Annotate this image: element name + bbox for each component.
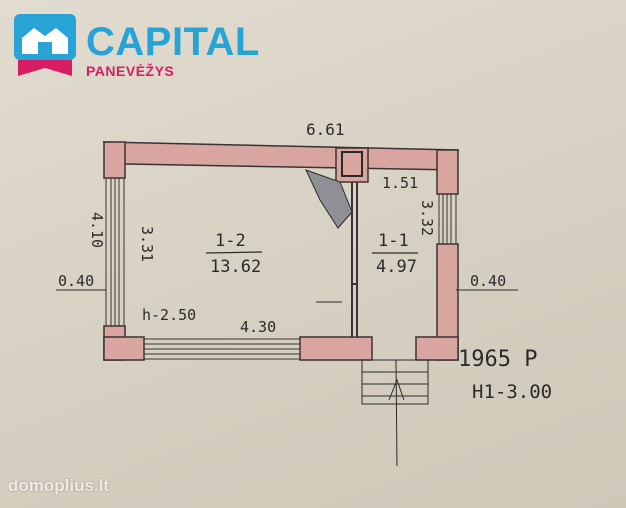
height-note: H1-3.00 xyxy=(472,381,552,403)
bottom-wall-dim-label: 4.30 xyxy=(240,318,276,336)
room-1-2-area: 13.62 xyxy=(210,257,261,277)
year-note: 1965 P xyxy=(458,347,537,372)
room-labels: 1-2 13.62 1-1 4.97 xyxy=(205,231,418,277)
entrance-steps xyxy=(361,359,429,467)
left-room-width-label: 4.10 xyxy=(88,212,106,248)
right-window xyxy=(438,193,457,245)
overall-width-label: 6.61 xyxy=(306,120,345,139)
house-logo-icon xyxy=(14,14,76,76)
right-room-depth-label: 3.32 xyxy=(418,200,436,236)
bottom-window xyxy=(143,338,301,360)
room-1-1-area: 4.97 xyxy=(376,257,417,277)
brand-city: PANEVĖŽYS xyxy=(86,63,175,79)
dimension-labels: 6.61 4.10 3.31 1.51 3.32 0.40 0.40 h-2.5… xyxy=(58,120,506,336)
bottom-wall-right xyxy=(415,336,459,361)
left-wall-thickness-label: 0.40 xyxy=(58,272,94,290)
walls xyxy=(102,141,459,361)
left-window xyxy=(105,177,125,327)
bottom-wall-left xyxy=(103,336,145,361)
building-notes: 1965 P H1-3.00 xyxy=(458,347,552,403)
stove-icon xyxy=(305,147,369,229)
room-1-1-id: 1-1 xyxy=(378,231,409,251)
interior-partition xyxy=(351,168,358,338)
left-room-depth-label: 3.31 xyxy=(138,226,156,262)
room-1-2-id: 1-2 xyxy=(215,231,246,251)
right-wall-thickness-label: 0.40 xyxy=(470,272,506,290)
top-wall xyxy=(102,141,459,171)
right-wall-upper xyxy=(436,149,459,195)
watermark: domoplius.lt xyxy=(8,476,110,495)
window-height-label: h-2.50 xyxy=(142,306,196,324)
right-room-width-label: 1.51 xyxy=(382,174,418,192)
left-wall-upper xyxy=(103,141,126,179)
bottom-wall-middle xyxy=(299,336,373,361)
capital-logo: CAPITAL PANEVĖŽYS xyxy=(14,14,274,78)
brand-name: CAPITAL xyxy=(86,20,260,64)
dimension-lines xyxy=(56,289,518,303)
